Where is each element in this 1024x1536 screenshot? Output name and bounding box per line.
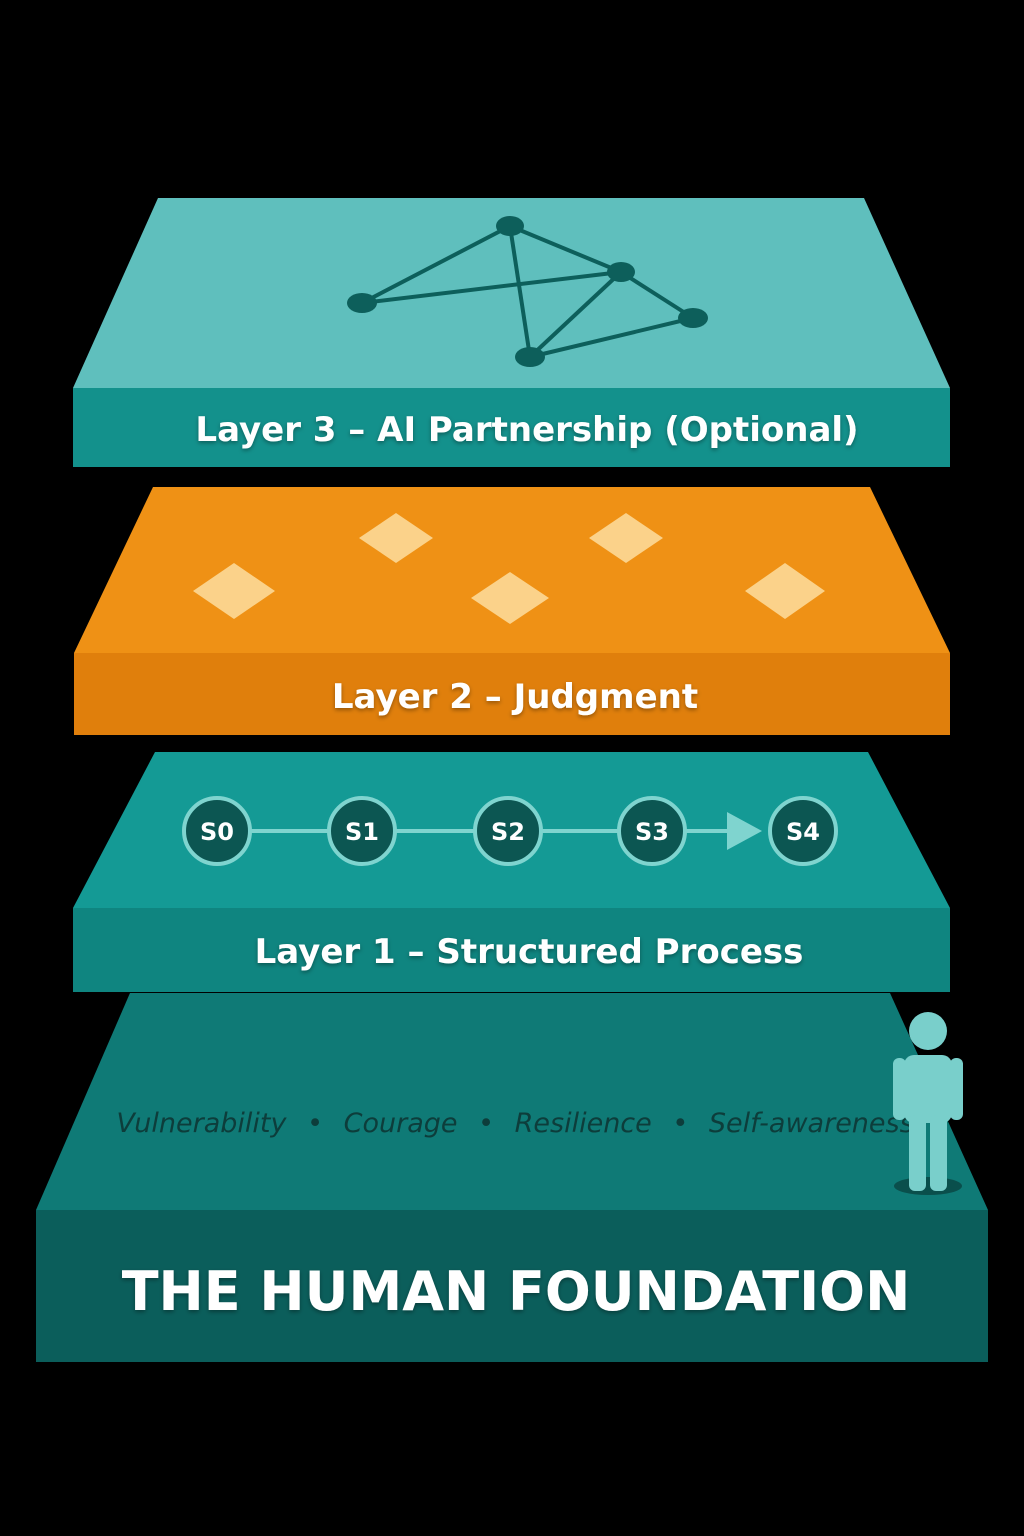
step-label: S3 — [635, 818, 669, 846]
process-flow: S0 S1 S2 S3 S4 — [182, 796, 838, 866]
diamond-icon — [589, 513, 663, 563]
foundation-top — [36, 993, 988, 1210]
judgment-diamonds — [193, 513, 825, 624]
foundation-front — [36, 1210, 988, 1362]
step-s4: S4 — [768, 796, 838, 866]
trait-vulnerability: Vulnerability — [116, 1108, 287, 1139]
layer-2-front — [74, 653, 950, 735]
step-s1: S1 — [327, 796, 397, 866]
trait-courage: Courage — [344, 1108, 458, 1139]
layer-1-label: Layer 1 – Structured Process — [255, 932, 804, 972]
step-label: S0 — [200, 818, 234, 846]
flow-arrow-icon — [727, 812, 762, 850]
step-label: S2 — [491, 818, 525, 846]
diamond-icon — [193, 563, 275, 619]
step-s0: S0 — [182, 796, 252, 866]
step-s3: S3 — [617, 796, 687, 866]
trait-separator: • — [478, 1108, 494, 1139]
layer-3: Layer 3 – AI Partnership (Optional) — [73, 198, 950, 467]
trait-separator: • — [672, 1108, 688, 1139]
layer-2-top — [74, 487, 950, 653]
diamond-icon — [745, 563, 825, 619]
layer-3-front — [73, 388, 950, 467]
diamond-icon — [359, 513, 433, 563]
trait-separator: • — [307, 1108, 323, 1139]
step-label: S1 — [345, 818, 379, 846]
foundation-layer: Vulnerability • Courage • Resilience • S… — [36, 993, 988, 1362]
layer-1: Layer 1 – Structured Process S0 S1 S2 S3 — [73, 752, 950, 992]
trait-resilience: Resilience — [515, 1108, 652, 1139]
layer-2-label: Layer 2 – Judgment — [332, 677, 698, 717]
foundation-traits: Vulnerability • Courage • Resilience • S… — [116, 1108, 913, 1139]
network-graph-icon — [347, 216, 708, 367]
layer-1-front — [73, 908, 950, 992]
foundation-title: THE HUMAN FOUNDATION — [122, 1260, 911, 1323]
step-s2: S2 — [473, 796, 543, 866]
layer-3-label: Layer 3 – AI Partnership (Optional) — [195, 410, 858, 450]
step-label: S4 — [786, 818, 820, 846]
diamond-icon — [471, 572, 549, 624]
person-icon — [893, 1012, 963, 1195]
layer-2: Layer 2 – Judgment — [74, 487, 950, 735]
layer-3-top — [73, 198, 950, 388]
trait-self-awareness: Self-awareness — [709, 1108, 914, 1139]
